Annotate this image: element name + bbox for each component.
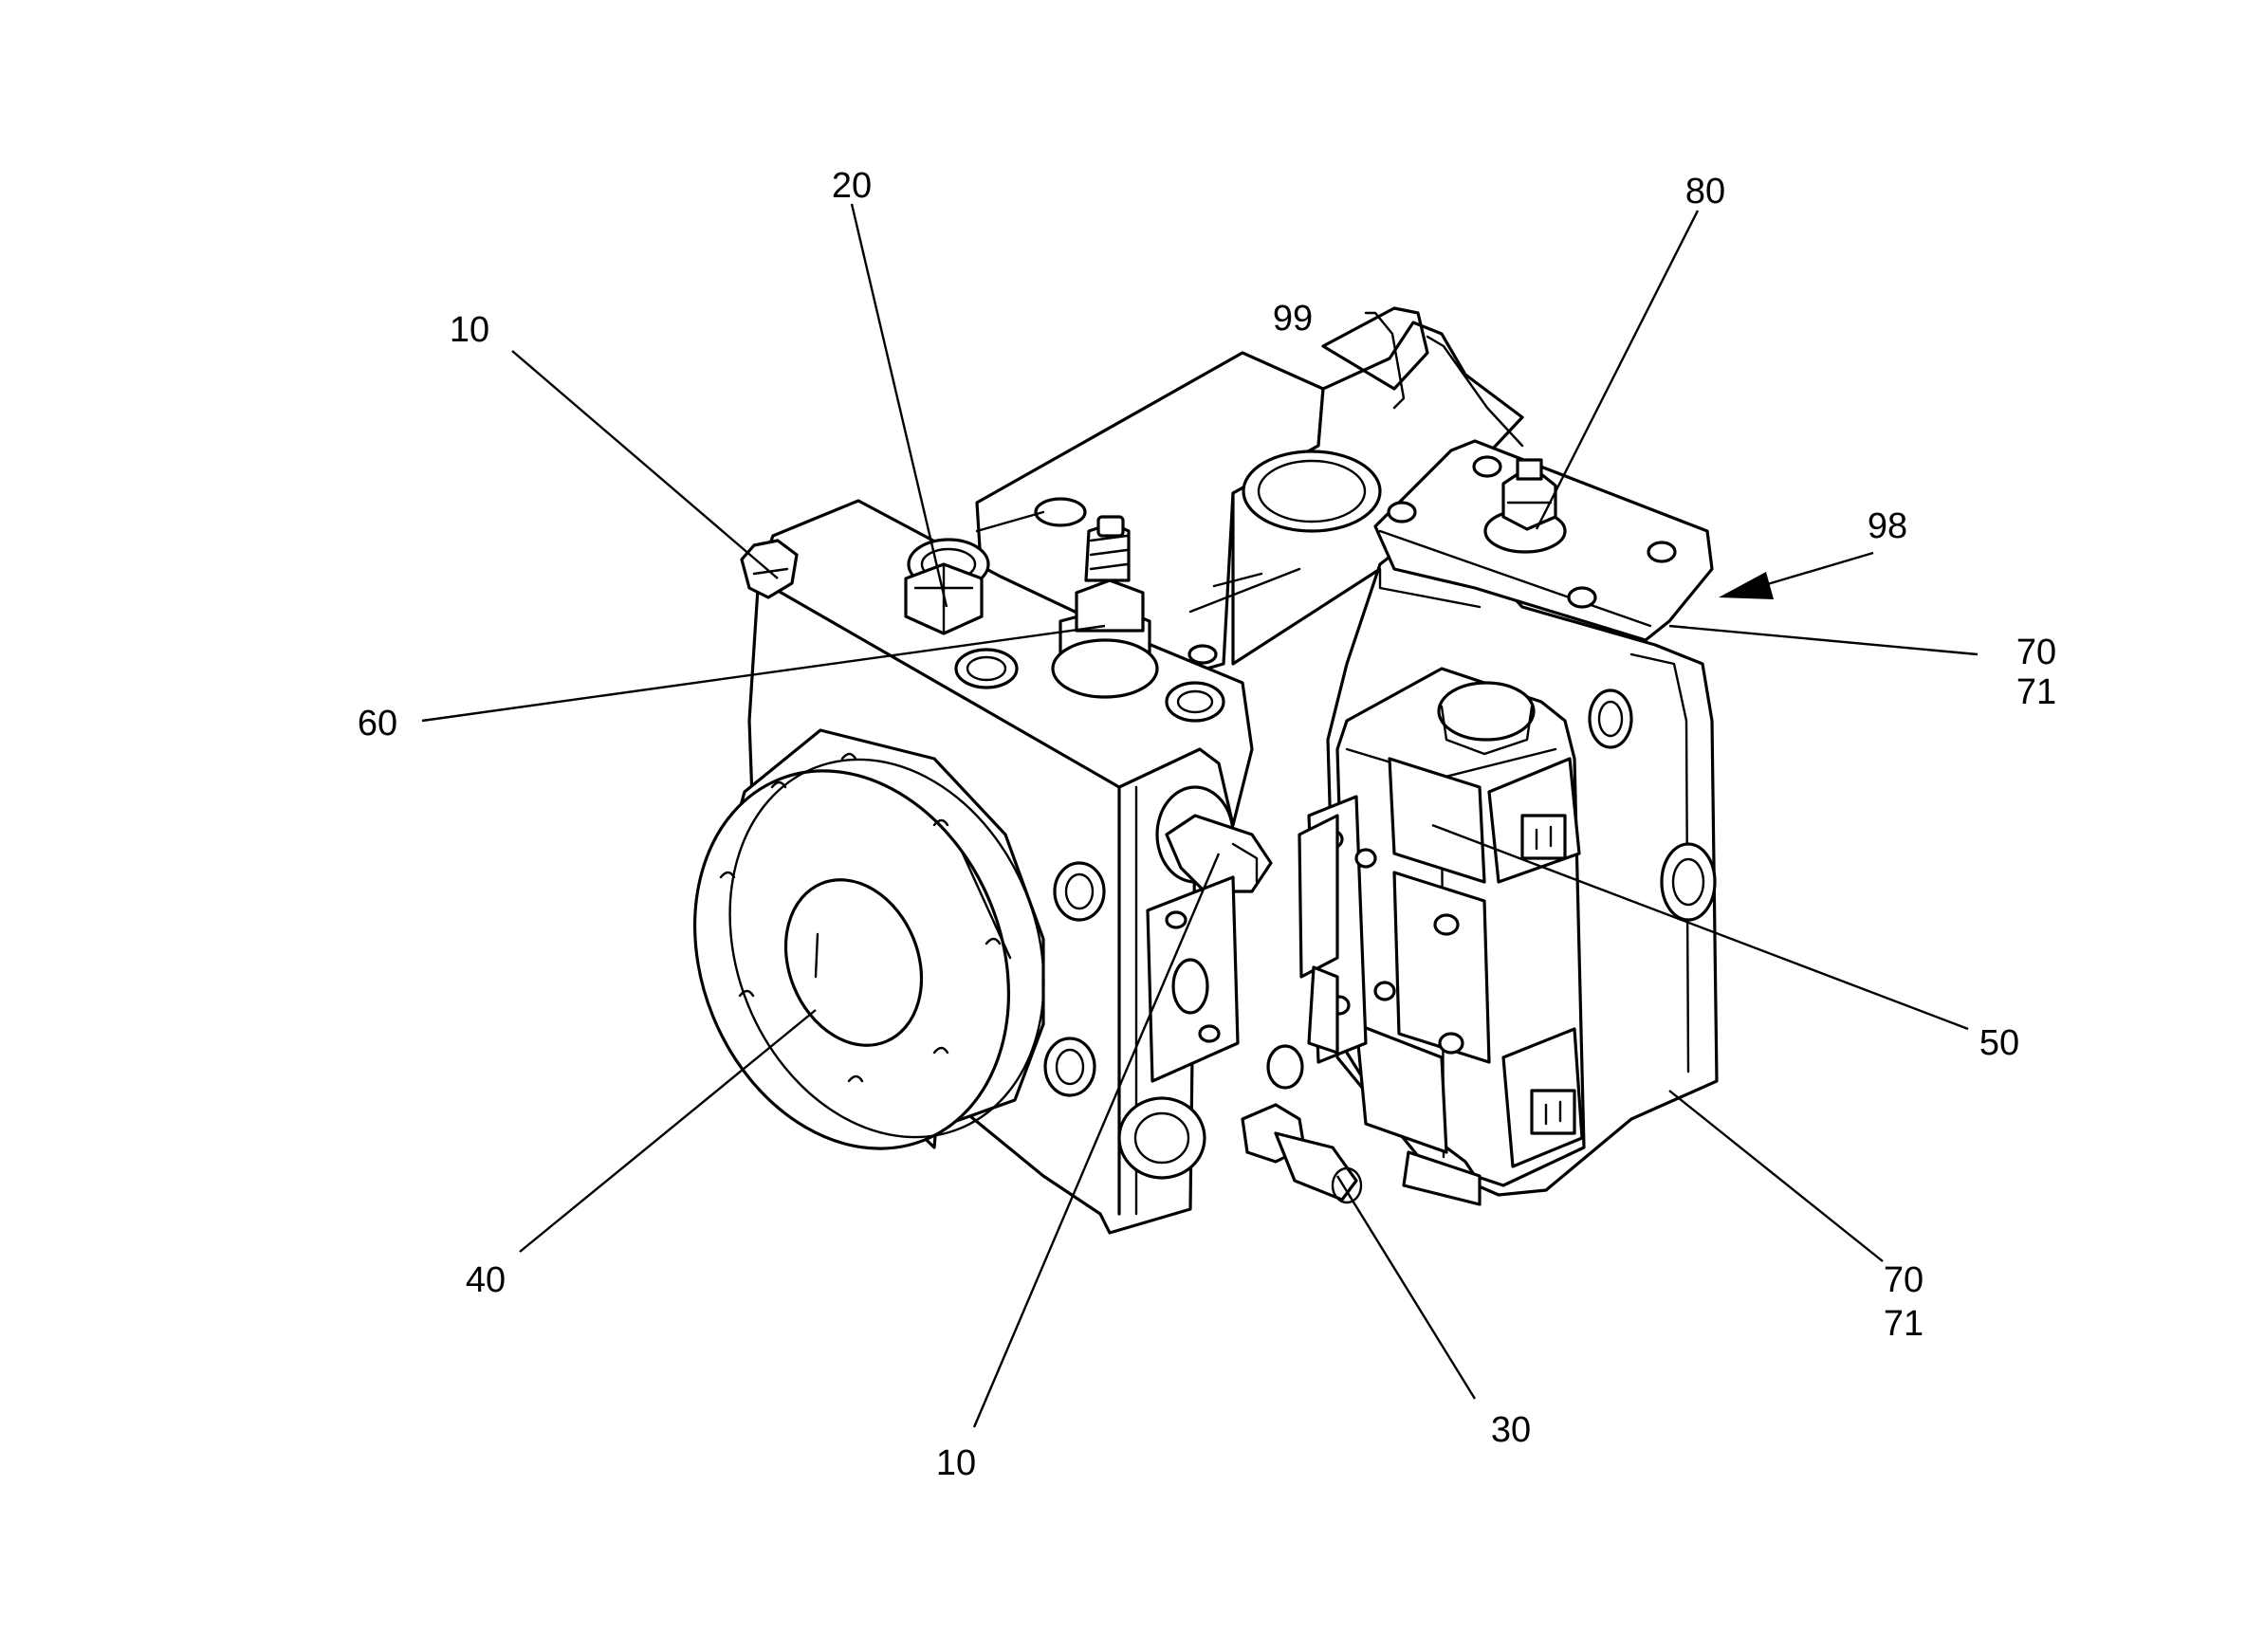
callout-71-bottom: 71 — [1884, 1304, 1923, 1344]
leader-70-bottom — [1668, 1090, 1884, 1262]
front-fittings — [1117, 785, 1363, 1204]
leader-40 — [519, 1009, 817, 1253]
callout-10-bottom: 10 — [936, 1443, 976, 1483]
callout-70-bottom: 70 — [1884, 1260, 1923, 1300]
leader-10-top — [511, 350, 779, 579]
callout-99: 99 — [1273, 299, 1313, 339]
leader-10-bottom — [972, 853, 1221, 1428]
callout-71-top: 71 — [2016, 672, 2056, 712]
callout-20: 20 — [832, 166, 872, 206]
leader-60 — [421, 624, 1106, 723]
callout-10-top: 10 — [450, 310, 489, 350]
callout-70-top: 70 — [2016, 633, 2056, 672]
arrow-98-head — [1719, 572, 1774, 599]
callout-labels: 10 20 99 80 98 70 71 60 50 40 10 30 70 7… — [358, 166, 2056, 1483]
solenoid-valve — [1307, 667, 1586, 1206]
leader-98 — [1754, 551, 1874, 590]
callout-40: 40 — [466, 1260, 506, 1300]
callout-80: 80 — [1685, 172, 1725, 211]
callout-60: 60 — [358, 704, 397, 743]
callout-30: 30 — [1491, 1410, 1531, 1450]
drive-flange — [692, 728, 1045, 1150]
leader-70-top — [1668, 624, 1979, 656]
leader-20 — [850, 203, 948, 608]
leader-lines — [421, 203, 1979, 1428]
callout-50: 50 — [1979, 1023, 2019, 1063]
callout-98: 98 — [1868, 506, 1907, 546]
leader-30 — [1335, 1175, 1477, 1400]
leader-50 — [1431, 823, 1969, 1031]
leader-80 — [1535, 210, 1700, 530]
